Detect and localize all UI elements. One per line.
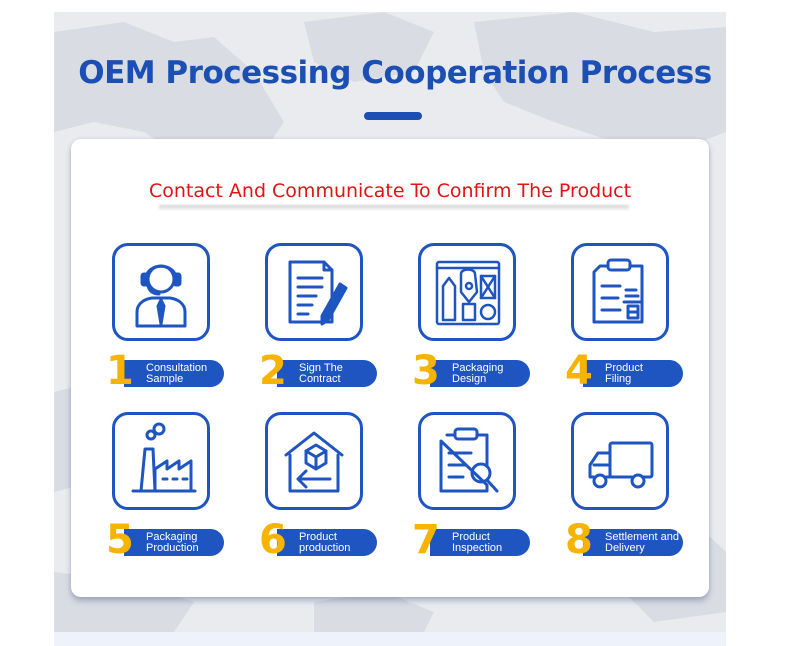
bottom-strip — [54, 632, 726, 646]
step-8-icon-box — [571, 412, 669, 510]
step-3-label: Packaging Design — [430, 360, 530, 387]
step-2-icon-box — [265, 243, 363, 341]
step-4-icon-box — [571, 243, 669, 341]
step-7-icon-box — [418, 412, 516, 510]
step-2-label: Sign The Contract — [277, 360, 377, 387]
step-6-number: 6 — [259, 517, 287, 563]
step-8-number: 8 — [565, 517, 593, 563]
step-8-label: Settlement and Delivery — [583, 529, 683, 556]
step-7-label: Product Inspection — [430, 529, 530, 556]
warehouse-icon — [284, 431, 344, 493]
customer-service-icon — [135, 264, 187, 328]
step-3-number: 3 — [412, 348, 440, 394]
step-product-filing: Product Filing 4 — [565, 243, 695, 403]
step-6-label: Product production — [277, 529, 377, 556]
design-tools-icon — [435, 260, 501, 326]
step-5-label: Packaging Production — [124, 529, 224, 556]
factory-icon — [131, 422, 197, 493]
step-product-inspection: Product Inspection 7 — [412, 412, 542, 572]
card-subtitle: Contact And Communicate To Confirm The P… — [148, 180, 632, 202]
page-title: OEM Processing Cooperation Process — [78, 55, 712, 91]
step-2-number: 2 — [259, 348, 287, 394]
step-settlement-delivery: Settlement and Delivery 8 — [565, 412, 695, 572]
delivery-truck-icon — [588, 441, 654, 489]
step-4-label: Product Filing — [583, 360, 683, 387]
step-4-number: 4 — [565, 348, 593, 394]
step-packaging-production: Packaging Production 5 — [106, 412, 236, 572]
step-1-icon-box — [112, 243, 210, 341]
step-6-icon-box — [265, 412, 363, 510]
step-5-number: 5 — [106, 517, 134, 563]
contract-icon — [288, 260, 348, 326]
step-1-number: 1 — [106, 348, 134, 394]
step-packaging-design: Packaging Design 3 — [412, 243, 542, 403]
step-1-label: Consultation Sample — [124, 360, 224, 387]
subtitle-shadow-line — [159, 205, 629, 211]
process-card: Contact And Communicate To Confirm The P… — [71, 139, 709, 597]
filing-clipboard-icon — [592, 258, 644, 324]
step-3-icon-box — [418, 243, 516, 341]
step-product-production: Product production 6 — [259, 412, 389, 572]
step-consultation-sample: Consultation Sample 1 — [106, 243, 236, 403]
step-5-icon-box — [112, 412, 210, 510]
step-7-number: 7 — [412, 517, 440, 563]
step-sign-contract: Sign The Contract 2 — [259, 243, 389, 403]
title-underline — [364, 112, 422, 120]
inspection-icon — [439, 427, 499, 493]
